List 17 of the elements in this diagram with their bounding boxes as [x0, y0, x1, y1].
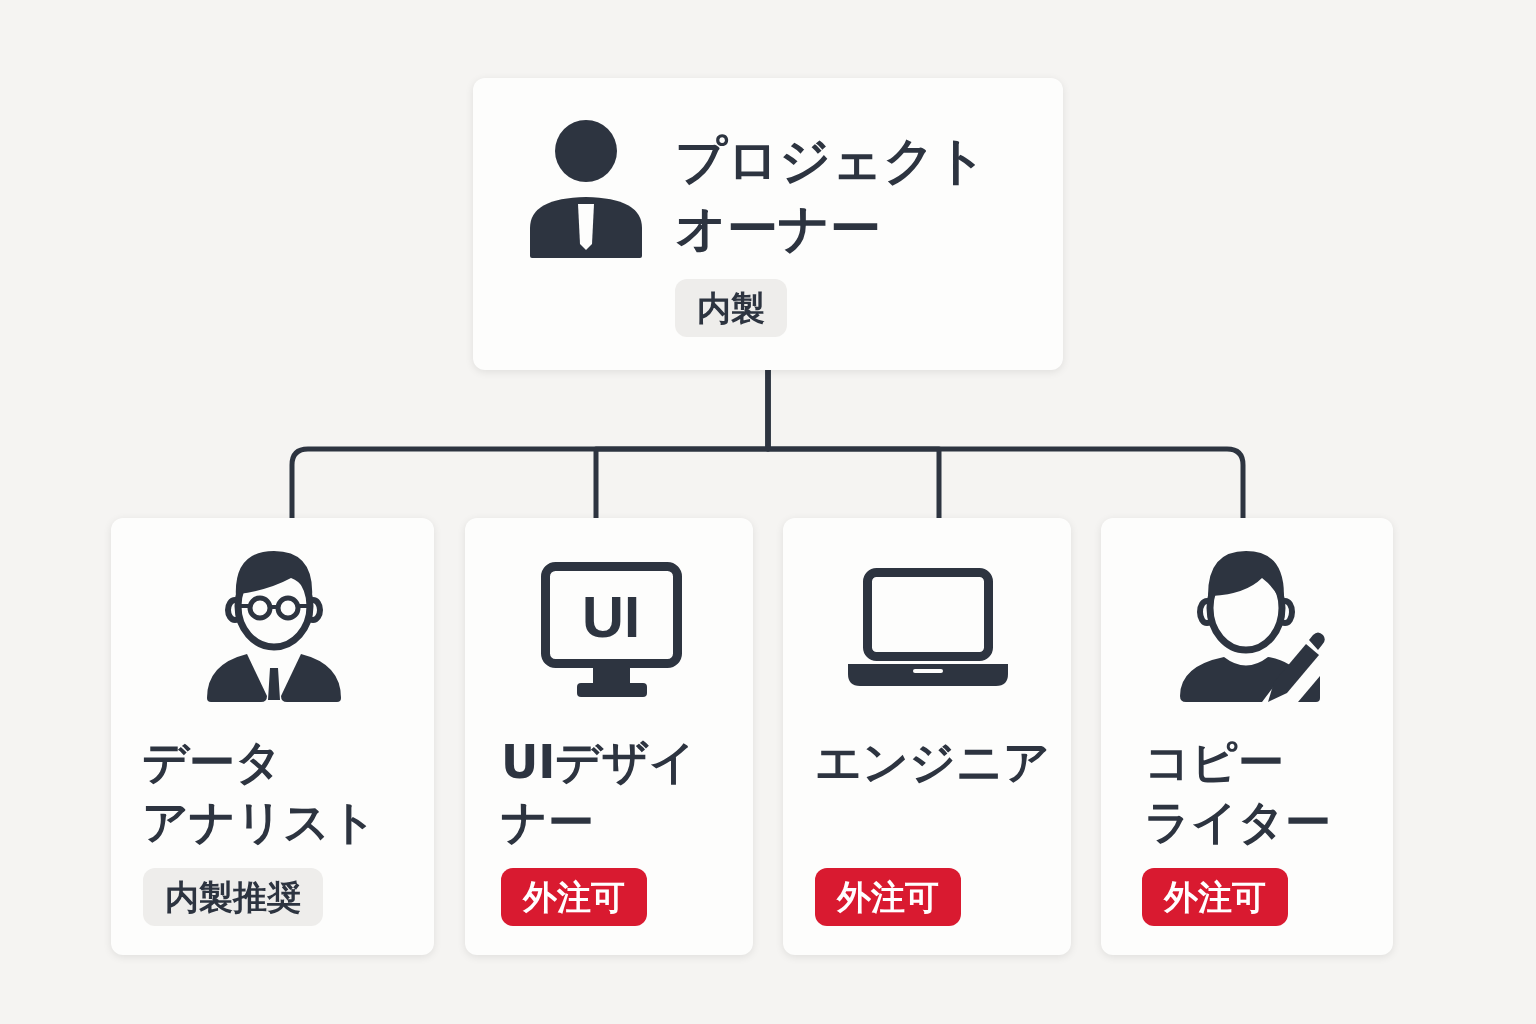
- role-card: [783, 518, 1071, 955]
- role-card: [465, 518, 753, 955]
- role-title: プロジェクトオーナー: [675, 130, 987, 260]
- screen-text: UI: [582, 588, 640, 646]
- role-title: データアナリスト: [142, 734, 377, 851]
- status-tag: 外注可: [815, 868, 961, 926]
- status-tag: 内製: [675, 279, 787, 337]
- role-title: UIデザイナー: [501, 734, 697, 851]
- role-card: [473, 78, 1063, 370]
- role-title: コピーライター: [1144, 734, 1331, 851]
- role-card: [1101, 518, 1393, 955]
- status-tag: 外注可: [501, 868, 647, 926]
- status-tag: 内製推奨: [143, 868, 323, 926]
- connector-line: [765, 370, 1246, 518]
- status-tag: 外注可: [1142, 868, 1288, 926]
- role-card: [111, 518, 434, 955]
- role-title: エンジニア: [815, 734, 1050, 791]
